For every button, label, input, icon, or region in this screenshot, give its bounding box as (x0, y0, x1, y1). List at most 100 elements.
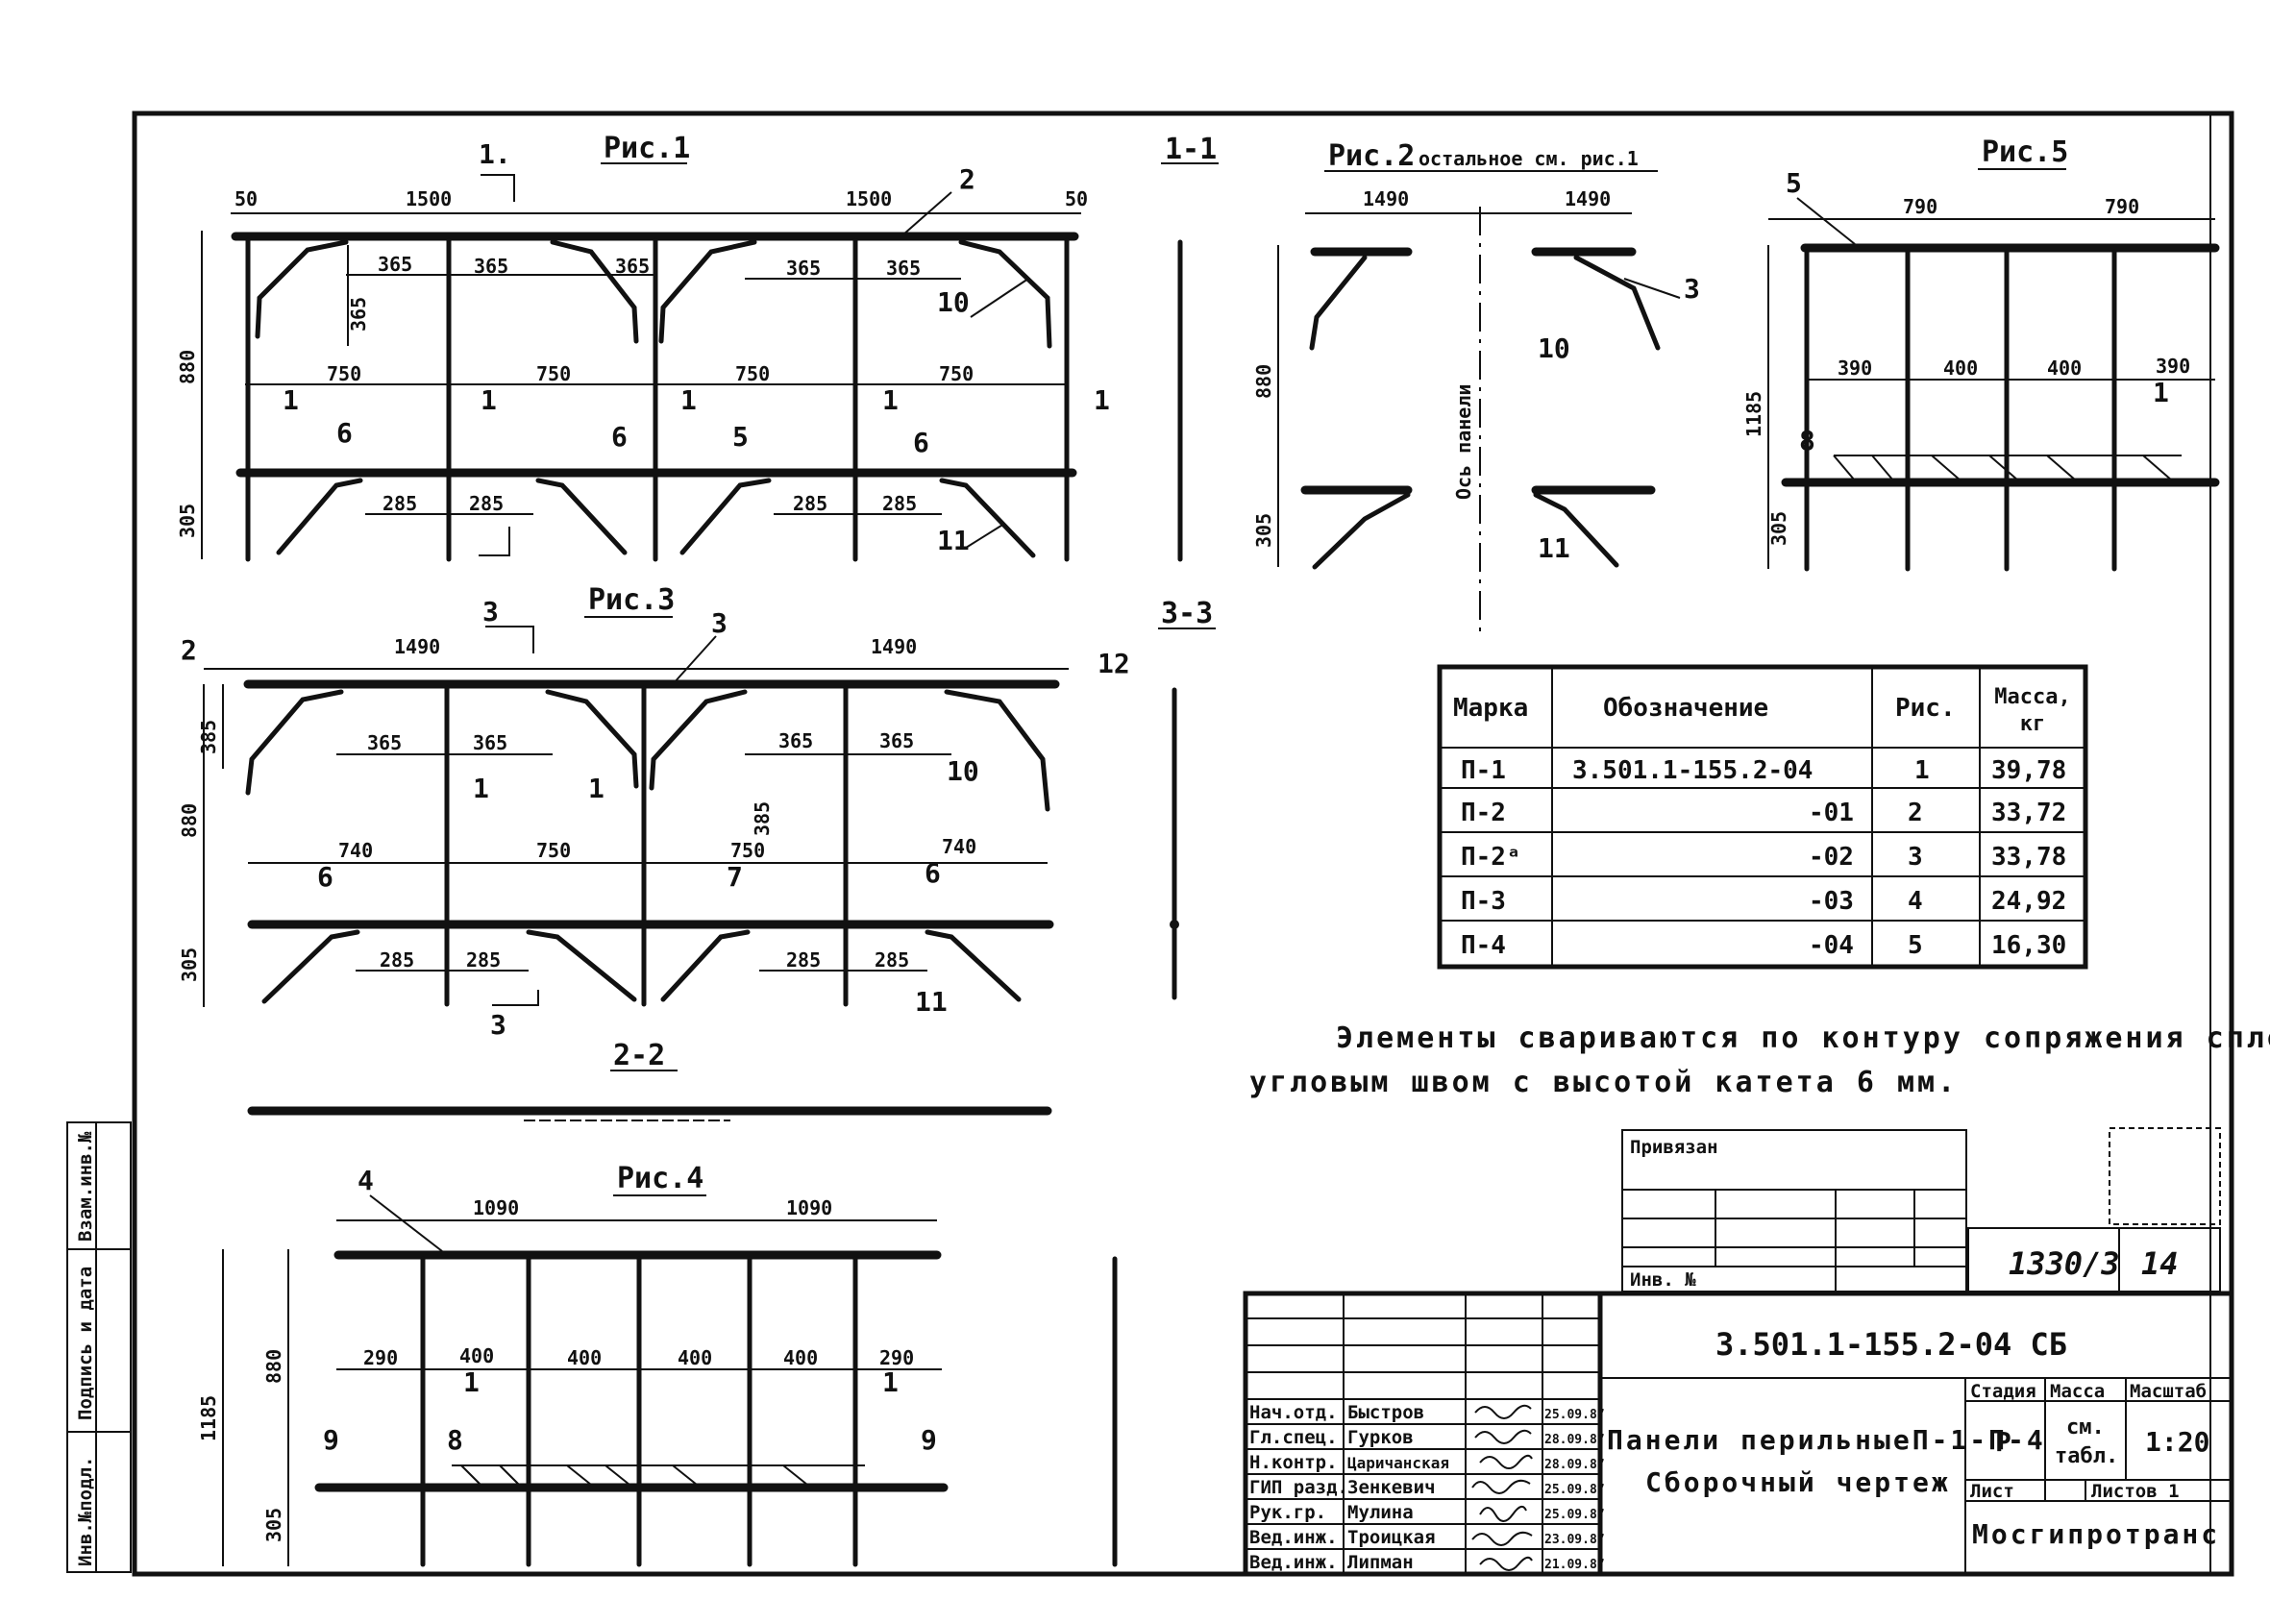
fig4-leader (369, 1194, 443, 1252)
fig1-mark-1: 1 (283, 384, 299, 416)
fig4-dim-1090: 1090 (786, 1196, 832, 1219)
spec-row-fig: 1 (1914, 756, 1930, 785)
figure-1: Рис.1 1. 50 1500 1500 50 365 365 (176, 132, 1110, 562)
fig2-title: Рис.2 (1328, 139, 1415, 173)
fig1-mark-1: 1 (1094, 384, 1110, 416)
fig4-infill (460, 1464, 481, 1486)
fig3-right-mark: 12 (1098, 648, 1130, 679)
drawing-code: 3.501.1-155.2-04 СБ (1715, 1326, 2067, 1363)
fig2-brace (1573, 255, 1661, 351)
signer-date: 21.09.87 (1544, 1558, 1605, 1572)
organization-name: Мосгипротранс (1972, 1518, 2220, 1550)
spec-row-fig: 2 (1908, 799, 1923, 827)
fig4-mark-8: 8 (447, 1424, 463, 1456)
fig1-leader (902, 191, 952, 235)
fig3-mark-3: 3 (711, 607, 728, 639)
spec-row-mass: 24,92 (1991, 887, 2066, 916)
fig3-dim-285: 285 (786, 948, 821, 972)
fig1-mark-5: 5 (732, 421, 749, 453)
fig3-dim-285: 285 (466, 948, 501, 972)
fig5-height-305: 305 (1767, 511, 1790, 546)
spec-table-header-fig: Рис. (1895, 694, 1956, 723)
spec-table-header-mass-wrap: Масса, кг (1994, 685, 2070, 736)
signature (1479, 1505, 1527, 1522)
fig1-height-305: 305 (176, 504, 199, 538)
spec-row-designation: -01 (1809, 799, 1854, 827)
fig1-dim-1500-right: 1500 (846, 187, 892, 210)
fig1-mark-1: 1 (680, 384, 697, 416)
fig2-axis-label: Ось панели (1452, 384, 1475, 500)
section-3-bottom-mark: 3 (490, 1009, 506, 1041)
fig1-dim-50-right: 50 (1065, 187, 1088, 210)
section-2-2-label: 2-2 (613, 1039, 665, 1072)
fig2-leader (1623, 278, 1681, 299)
fig1-lower-brace (276, 478, 363, 555)
fig1-dim-285: 285 (469, 492, 504, 515)
fig3-vert-385: 385 (197, 720, 220, 754)
fig1-dim-1500-left: 1500 (406, 187, 452, 210)
fig5-mark-5: 5 (1786, 167, 1802, 199)
fig5-title: Рис.5 (1982, 135, 2068, 169)
fig3-left-mark: 2 (181, 634, 197, 666)
fig5-dim-400: 400 (1943, 357, 1978, 380)
fig5-dim-390: 390 (1838, 357, 1872, 380)
side-strip-replace-label: Взам.инв.№ (75, 1131, 96, 1242)
fig3-mark-11: 11 (915, 986, 948, 1018)
side-strip-sign-label: Подпись и дата (75, 1267, 96, 1420)
fig3-dim-365: 365 (367, 731, 402, 754)
fig1-dim-750: 750 (536, 362, 571, 385)
fig5-mark-1: 1 (2153, 377, 2169, 408)
fig3-dim-285: 285 (875, 948, 909, 972)
fig1-dim-285: 285 (382, 492, 417, 515)
fig3-mark-1: 1 (473, 773, 489, 804)
spec-row-designation: -02 (1809, 843, 1854, 872)
spec-table: Марка Обозначение Рис. Масса, кг П-1 3.5… (1437, 664, 2088, 970)
fig5-mark-8: 8 (1799, 425, 1815, 456)
fig1-lower-brace (939, 478, 1036, 558)
fig3-lower-brace (261, 929, 360, 1004)
title-col-scale: Масштаб (2130, 1381, 2207, 1402)
fig1-dim-365: 365 (474, 255, 508, 278)
fig3-dim-285: 285 (380, 948, 414, 972)
fig3-dim-740: 740 (942, 835, 976, 858)
fig1-mark-11: 11 (937, 525, 970, 556)
fig1-brace (255, 239, 349, 339)
fig1-brace (958, 239, 1052, 349)
fig3-dim-750: 750 (536, 839, 571, 862)
fig3-height-880: 880 (178, 803, 201, 838)
fig4-mark-9: 9 (323, 1424, 339, 1456)
figure-2: Рис.2 остальное см. рис.1 1490 1490 Ось … (1252, 139, 1700, 639)
fig5-dim-790: 790 (1903, 195, 1937, 218)
drawing-name-line-2: Сборочный чертеж (1645, 1466, 1951, 1498)
signer-date: 25.09.87 (1544, 1508, 1605, 1522)
signer-date: 25.09.87 (1544, 1408, 1605, 1422)
fig3-dim-365: 365 (879, 729, 914, 752)
fig3-title: Рис.3 (588, 583, 675, 617)
fig5-dim-400: 400 (2047, 357, 2082, 380)
signer-date: 28.09.87 (1544, 1458, 1605, 1472)
fig1-dim-50-left: 50 (234, 187, 258, 210)
fig2-dim-1490: 1490 (1565, 187, 1611, 210)
fig5-infill (1871, 455, 1894, 481)
fig3-dim-750: 750 (730, 839, 765, 862)
section-1-1-label: 1-1 (1165, 133, 1217, 166)
title-block: Нач.отд. Быстров 25.09.87 Гл.спец. Гурко… (1243, 1291, 2234, 1577)
fig4-dim-400: 400 (567, 1346, 602, 1369)
fig4-dim-400: 400 (678, 1346, 712, 1369)
fig3-brace (245, 689, 344, 796)
signer-role: ГИП разд. (1249, 1477, 1348, 1498)
fig3-brace (944, 689, 1050, 812)
fig4-title: Рис.4 (617, 1162, 703, 1195)
fig1-dim-285: 285 (882, 492, 917, 515)
fig2-subtitle: остальное см. рис.1 (1419, 147, 1639, 170)
fig1-dim-365: 365 (378, 253, 412, 276)
fig4-dim-1090: 1090 (473, 1196, 519, 1219)
fig4-dim-400: 400 (783, 1346, 818, 1369)
spec-row-mass: 33,72 (1991, 799, 2066, 827)
spec-row-fig: 3 (1908, 843, 1923, 872)
fig1-brace (658, 239, 757, 344)
fig1-dim-365: 365 (615, 255, 650, 278)
sheet-frame (132, 111, 2234, 1577)
fig1-dim-365: 365 (786, 257, 821, 280)
drawing-name-line-1: Панели перильныеП-1-П-4 (1607, 1424, 2046, 1456)
